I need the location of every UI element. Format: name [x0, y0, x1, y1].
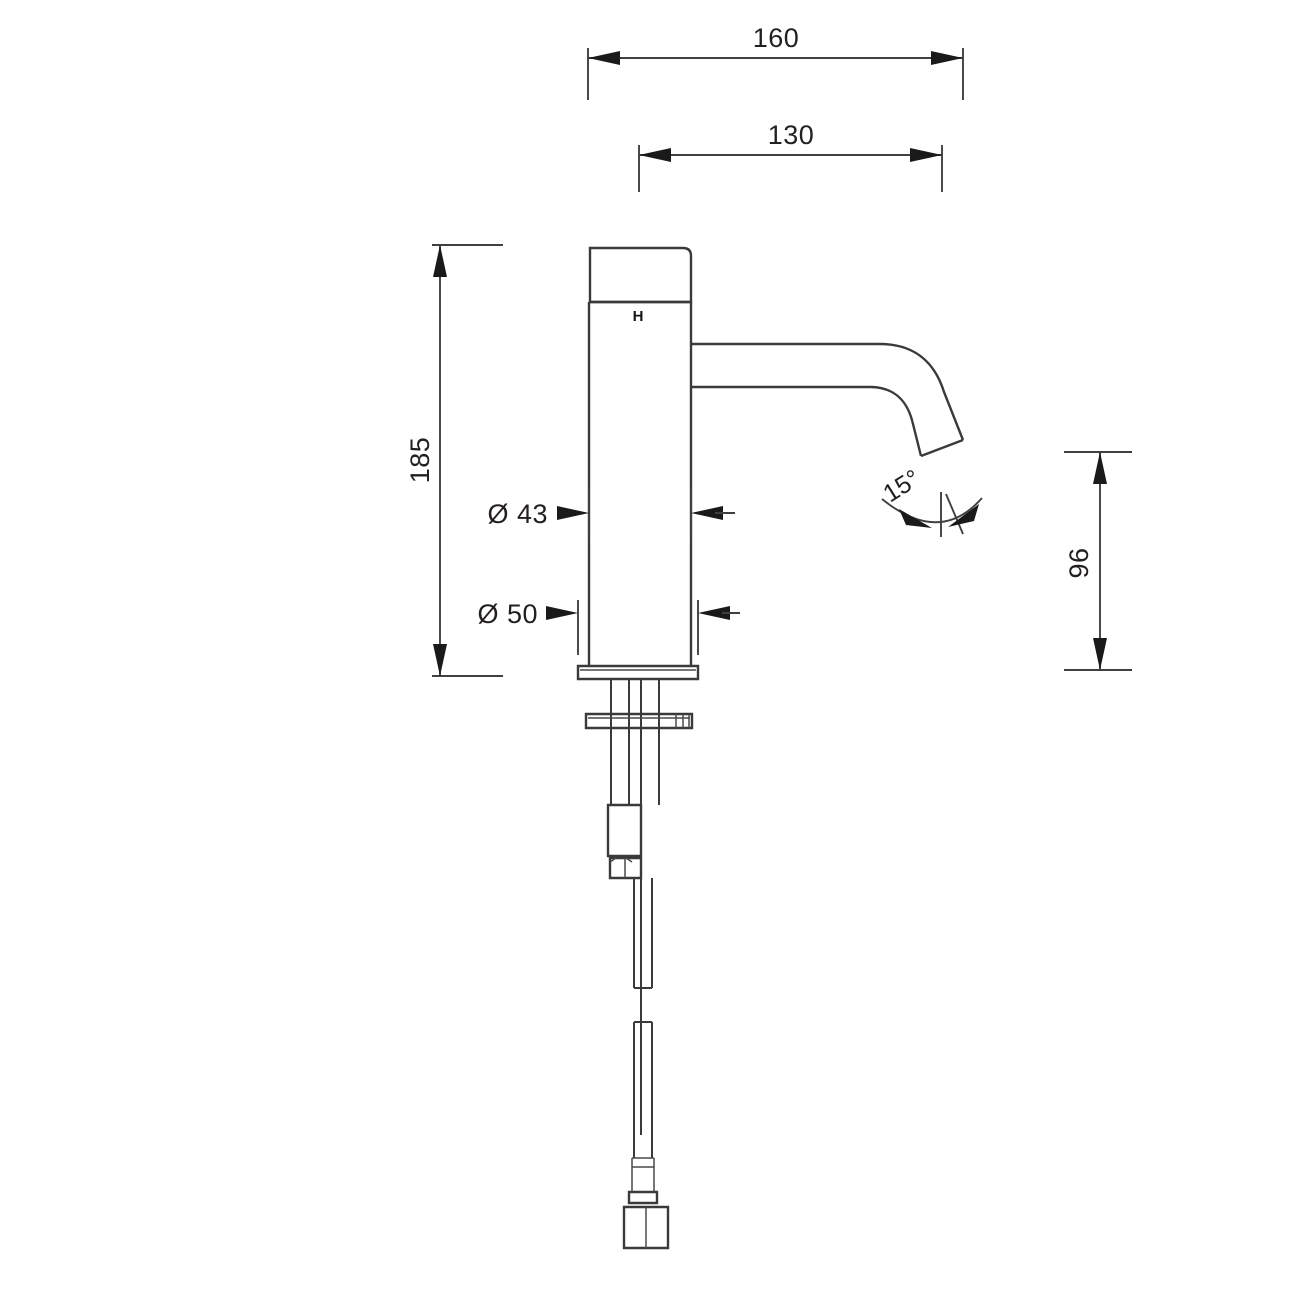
mounting-nut-chamfer: [609, 857, 633, 878]
spout-arm-upper-edge: [691, 342, 965, 441]
mounting-washer-thread-hatch: [675, 714, 690, 728]
dim-160-label: 160: [753, 23, 800, 53]
dim-185-arrow-top: [433, 245, 447, 277]
dim-96-arrow-top: [1093, 452, 1107, 484]
spout-reach-dimension: 130: [638, 120, 943, 192]
dim-d50-label: Ø 50: [477, 599, 538, 629]
overall-height-dimension: 185: [405, 244, 503, 677]
dim-d43-arrow-right: [691, 506, 723, 520]
dim-130-label: 130: [768, 120, 815, 150]
supply-hose-upper: [633, 878, 653, 989]
supply-hose-lower: [633, 1021, 653, 1158]
hose-connector-nut: [627, 1190, 659, 1205]
hose-connector-hex: [622, 1205, 670, 1250]
body-diameter-dimension: Ø 43: [487, 490, 735, 538]
dim-160-arrow-left: [588, 51, 620, 65]
dim-d50-arrow-right: [698, 606, 730, 620]
mounting-nut: [606, 803, 643, 858]
mounting-nut-lower: [608, 856, 643, 880]
dim-130-arrow-right: [910, 148, 942, 162]
dim-d43-label: Ø 43: [487, 499, 548, 529]
outlet-angle-dimension: 15°: [878, 464, 983, 537]
angle-arrow-left: [899, 509, 932, 528]
handle-lever: [588, 246, 693, 304]
overall-width-dimension: 160: [587, 23, 964, 100]
dim-96-arrow-bottom: [1093, 638, 1107, 670]
threaded-shank: [610, 679, 660, 1135]
faucet-assembly: H: [576, 246, 965, 1250]
dim-185-label: 185: [405, 437, 435, 484]
mounting-washer: [584, 712, 694, 730]
angle-arc: [881, 497, 983, 524]
spout-outlet-face: [920, 438, 964, 458]
spout-arm-lower-edge: [691, 385, 923, 457]
base-diameter-dimension: Ø 50: [477, 599, 740, 655]
hose-ferrule: [631, 1157, 655, 1192]
dim-185-arrow-bottom: [433, 644, 447, 676]
faucet-body-column: [587, 302, 693, 666]
dim-96-label: 96: [1064, 547, 1094, 578]
dim-d50-arrow-left: [546, 606, 578, 620]
dim-130-arrow-left: [639, 148, 671, 162]
dim-160-arrow-right: [931, 51, 963, 65]
dim-d43-arrow-left: [557, 506, 589, 520]
angle-arrow-right: [948, 504, 979, 527]
hot-marking-label: H: [633, 308, 644, 325]
angle-leader-line: [945, 493, 964, 535]
base-flange: [576, 664, 700, 681]
spout-height-dimension: 96: [1064, 451, 1132, 671]
